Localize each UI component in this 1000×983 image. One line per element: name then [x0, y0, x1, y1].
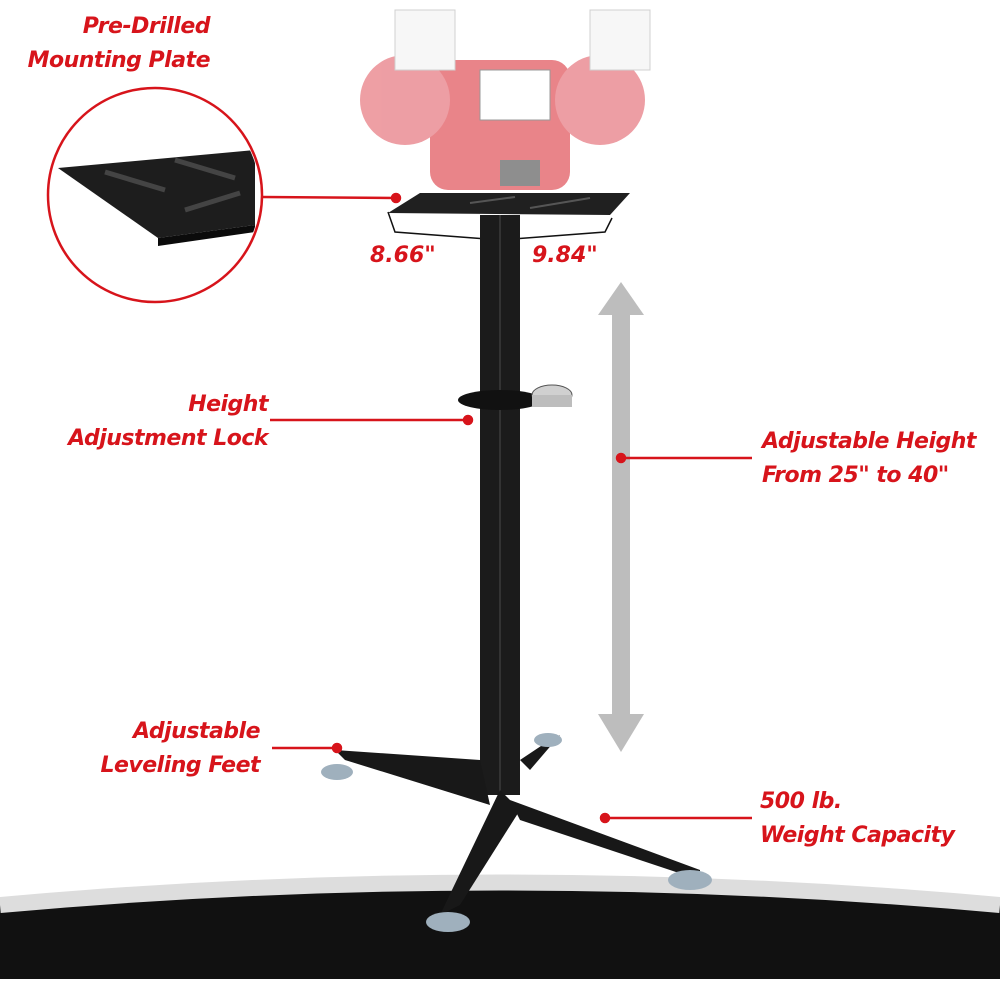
mounting-plate [388, 193, 630, 215]
adjustable-height-line-1: Adjustable Height [762, 429, 976, 454]
height-lock-line-2: Adjustment Lock [68, 426, 268, 451]
leg-left [335, 750, 490, 805]
floor-base [0, 882, 1000, 979]
lock-collar [458, 390, 542, 410]
leveling-feet-line-2: Leveling Feet [100, 753, 260, 778]
foot-right [668, 870, 712, 890]
foot-front [426, 912, 470, 932]
height-arrow [598, 282, 644, 752]
weight-capacity-callout: 500 lb. Weight Capacity [760, 785, 955, 853]
leg-right [510, 800, 700, 880]
depth-dimension: 8.66" [370, 243, 436, 268]
leveling-feet-callout: Adjustable Leveling Feet [100, 715, 260, 783]
adjustable-height-line-2: From 25" to 40" [762, 463, 949, 488]
foot-back [534, 733, 562, 747]
floor-rim [0, 874, 1000, 913]
bench-grinder [360, 9, 651, 190]
height-lock-line-1: Height [188, 392, 268, 417]
leg-front [440, 790, 520, 915]
zoomed-plate [58, 150, 255, 246]
width-dimension: 9.84" [532, 243, 598, 268]
mounting-plate-line-1: Pre-Drilled [82, 14, 211, 39]
foot-left [321, 764, 353, 780]
weight-capacity-line-1: 500 lb. [760, 789, 842, 814]
zoom-circle [46, 86, 264, 304]
weight-capacity-line-2: Weight Capacity [760, 823, 955, 848]
mounting-plate-line-2: Mounting Plate [27, 48, 211, 73]
leveling-feet-line-1: Adjustable [133, 719, 260, 744]
adjustable-height-callout: Adjustable Height From 25" to 40" [762, 425, 976, 493]
height-lock-callout: Height Adjustment Lock [68, 388, 268, 456]
mounting-plate-callout: Pre-Drilled Mounting Plate [27, 10, 211, 78]
